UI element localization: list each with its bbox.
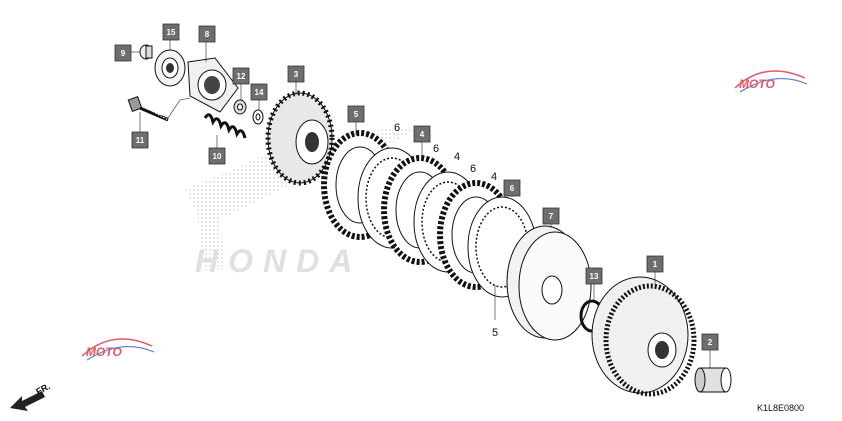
- callout-c9: 9: [114, 44, 132, 62]
- callout-number: 10: [213, 152, 222, 161]
- callout-c7: 7: [542, 207, 560, 225]
- part-bearing: [154, 49, 186, 87]
- callout-c5: 5: [347, 105, 365, 123]
- part-pressure-disc: [506, 225, 592, 341]
- callout-box: [208, 147, 226, 165]
- moto-logo-top-right: MOTO: [734, 70, 808, 93]
- callout-box: [162, 23, 180, 41]
- moto-logo-text: MOTO: [739, 77, 775, 91]
- callout-box: [347, 105, 365, 123]
- callout-number: 8: [205, 30, 210, 39]
- callout-c1: 1: [646, 255, 664, 273]
- plain-label-p6b: 6: [433, 143, 439, 155]
- part-cap: [139, 44, 153, 60]
- callout-number: 12: [237, 72, 246, 81]
- callout-c13: 13: [585, 267, 603, 285]
- callout-c12: 12: [232, 67, 250, 85]
- moto-logo-bottom-left: MOTO: [81, 338, 155, 361]
- part-clutch-outer: [591, 276, 697, 397]
- callout-number: 9: [121, 49, 126, 58]
- callout-box: [198, 25, 216, 43]
- callout-number: 7: [549, 212, 554, 221]
- callout-number: 13: [590, 272, 599, 281]
- callout-box: [232, 67, 250, 85]
- callout-number: 4: [420, 130, 425, 139]
- callout-number: 14: [255, 88, 264, 97]
- plain-label-p4b: 4: [454, 151, 460, 163]
- plain-label-p6c: 6: [470, 163, 476, 175]
- honda-watermark-text: HONDA: [195, 243, 362, 279]
- callout-c14: 14: [250, 83, 268, 101]
- callout-c6: 6: [503, 179, 521, 197]
- callout-number: 2: [708, 338, 713, 347]
- callout-c4a: 4: [413, 125, 431, 143]
- callout-c2: 2: [701, 333, 719, 351]
- plain-label-p5b: 5: [492, 327, 498, 339]
- front-direction-label: FR.: [34, 381, 51, 397]
- diagram-code: K1L8E0800: [757, 403, 804, 413]
- callout-box: [131, 131, 149, 149]
- part-spring: [203, 113, 247, 139]
- callout-c8: 8: [198, 25, 216, 43]
- callout-box: [701, 333, 719, 351]
- part-bolt: [127, 96, 169, 122]
- callout-number: 6: [510, 184, 515, 193]
- part-bushing: [694, 367, 732, 393]
- part-lifter-plate: [187, 57, 239, 113]
- part-washer-14: [252, 109, 264, 125]
- plain-label-p6a: 6: [394, 122, 400, 134]
- plain-label-p4c: 4: [491, 171, 497, 183]
- callout-c3: 3: [287, 65, 305, 83]
- callout-number: 15: [167, 28, 176, 37]
- clutch-plate-stack: [321, 130, 537, 298]
- callout-c15: 15: [162, 23, 180, 41]
- callout-box: [646, 255, 664, 273]
- callout-c11: 11: [131, 131, 149, 149]
- callout-box: [413, 125, 431, 143]
- callout-number: 11: [136, 136, 145, 145]
- callout-box: [503, 179, 521, 197]
- callout-number: 1: [653, 260, 658, 269]
- callout-box: [250, 83, 268, 101]
- moto-logo-text: MOTO: [86, 345, 122, 359]
- front-direction-arrow: FR.: [10, 381, 52, 411]
- callout-box: [287, 65, 305, 83]
- callout-number: 5: [354, 110, 359, 119]
- callout-box: [585, 267, 603, 285]
- callout-number: 3: [294, 70, 299, 79]
- callout-c10: 10: [208, 147, 226, 165]
- leader-lines: [131, 38, 711, 368]
- part-washer-12: [233, 99, 247, 115]
- part-pressure-plate: [265, 90, 335, 186]
- callout-box: [542, 207, 560, 225]
- callout-box: [114, 44, 132, 62]
